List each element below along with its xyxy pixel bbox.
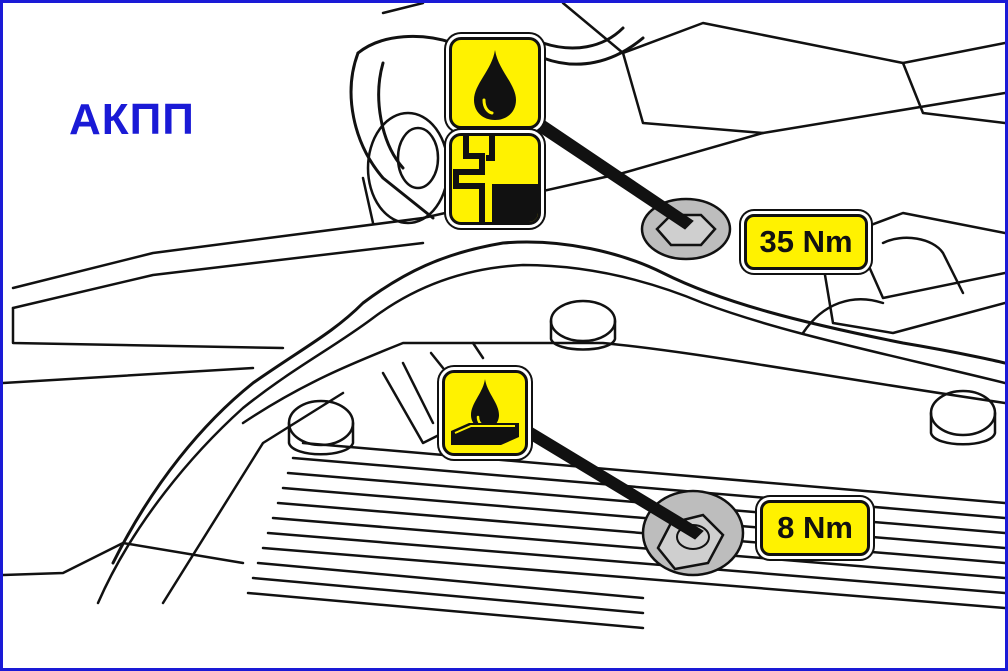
drain-plug-torque-label: 8 Nm — [760, 500, 870, 556]
fill-plug-torque-label: 35 Nm — [744, 214, 868, 270]
fluid-level-check-icon — [449, 133, 541, 225]
oil-drain-icon — [442, 370, 528, 456]
fill-leader-line — [522, 112, 694, 230]
page-title: АКПП — [69, 95, 195, 144]
oil-drop-icon — [449, 37, 541, 129]
transmission-drawing — [3, 3, 1005, 630]
